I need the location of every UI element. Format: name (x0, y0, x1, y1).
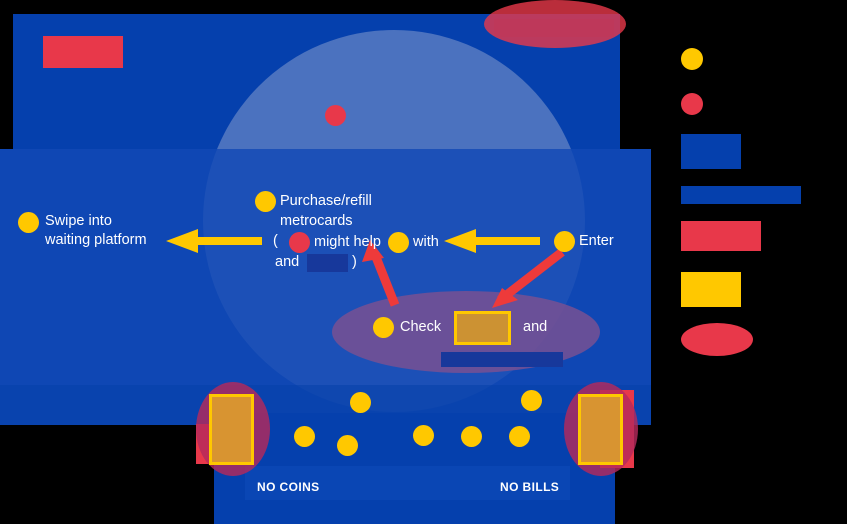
red-dot-mezzanine (325, 105, 346, 126)
yellow-dot-scatter[interactable] (350, 392, 371, 413)
enter-marker-dot[interactable] (554, 231, 575, 252)
and-label-inline: and (275, 254, 300, 270)
yellow-dot-scatter[interactable] (509, 426, 530, 447)
legend-swatch-red-box (681, 221, 761, 251)
legend-swatch-blue-bar (681, 186, 801, 204)
inline-blue-box (307, 254, 348, 272)
legend-swatch-red-ellipse (681, 323, 753, 356)
might-help-label: might help (314, 234, 381, 250)
legend-panel (660, 30, 847, 370)
red-arrow-left (362, 240, 400, 307)
check-label: Check (400, 319, 442, 335)
with-label: with (413, 234, 439, 250)
yellow-arrow-swipe (166, 229, 262, 253)
vending-status-band (245, 466, 570, 500)
purchase-paren-close: ) (352, 254, 357, 270)
yellow-dot-scatter[interactable] (337, 435, 358, 456)
legend-swatch-yellow-dot (681, 48, 703, 70)
purchase-label-line1: Purchase/refill (280, 193, 372, 209)
swipe-label: Swipe into waiting platform (45, 213, 147, 248)
yellow-dot-scatter[interactable] (294, 426, 315, 447)
yellow-dot-scatter[interactable] (461, 426, 482, 447)
yellow-dot-scatter[interactable] (413, 425, 434, 446)
purchase-marker-dot[interactable] (255, 191, 276, 212)
no-bills-label: NO BILLS (500, 480, 560, 494)
legend-swatch-blue-box (681, 134, 741, 169)
check-marker-dot[interactable] (373, 317, 394, 338)
gate-left-card-slot[interactable] (209, 394, 254, 465)
red-arrow-right (492, 248, 565, 308)
yellow-dot-scatter[interactable] (521, 390, 542, 411)
yellow-arrow-enter (444, 229, 540, 253)
yellow-dot-inline-with[interactable] (388, 232, 409, 253)
enter-label: Enter (579, 233, 614, 249)
check-gold-box[interactable] (454, 311, 511, 345)
check-blue-bar (441, 352, 563, 367)
red-dot-inline-help[interactable] (289, 232, 310, 253)
swipe-marker-dot[interactable] (18, 212, 39, 233)
legend-swatch-yellow-box (681, 272, 741, 307)
no-coins-label: NO COINS (257, 480, 320, 494)
purchase-paren-open: ( (273, 233, 278, 249)
top-left-red-rect (43, 36, 123, 68)
top-right-red-highlight-ellipse (484, 0, 626, 48)
purchase-label-line2: metrocards (280, 213, 353, 229)
check-and-label: and (523, 319, 548, 335)
gate-right-card-slot[interactable] (578, 394, 623, 465)
legend-swatch-red-dot (681, 93, 703, 115)
